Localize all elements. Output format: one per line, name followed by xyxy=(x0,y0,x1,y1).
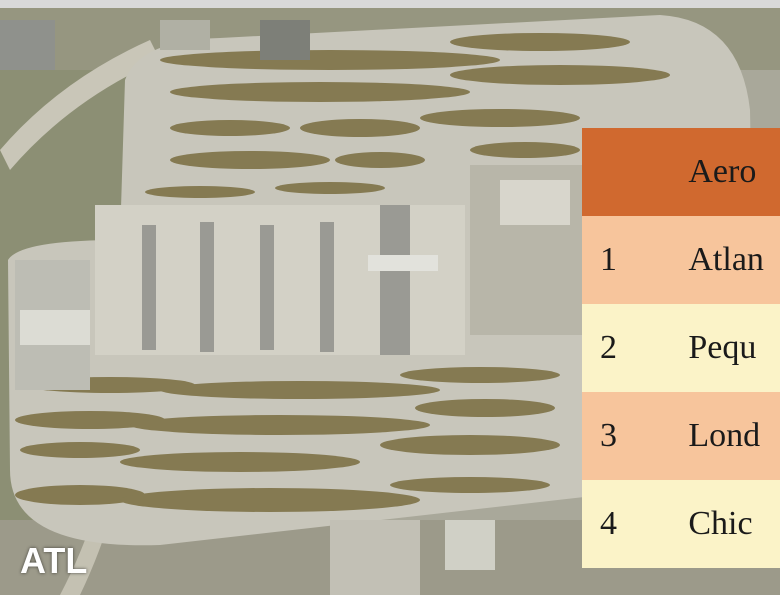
table-row: 1 Atlan xyxy=(582,216,780,304)
airport-ranking-table: Aero 1 Atlan 2 Pequ 3 Lond 4 Chic xyxy=(582,128,780,568)
airport-name-cell: Atlan xyxy=(658,216,780,304)
airport-name-cell: Lond xyxy=(658,392,780,480)
table-row: 4 Chic xyxy=(582,480,780,568)
airport-code-label: ATL xyxy=(20,540,88,581)
rank-cell: 2 xyxy=(582,304,659,392)
header-name-cell: Aero xyxy=(658,128,780,216)
table-row: 3 Lond xyxy=(582,392,780,480)
airport-name-cell: Chic xyxy=(658,480,780,568)
airport-name-cell: Pequ xyxy=(658,304,780,392)
header-rank-cell xyxy=(582,128,659,216)
table-row: 2 Pequ xyxy=(582,304,780,392)
table-header-row: Aero xyxy=(582,128,780,216)
rank-cell: 1 xyxy=(582,216,659,304)
rank-cell: 3 xyxy=(582,392,659,480)
rank-cell: 4 xyxy=(582,480,659,568)
top-strip xyxy=(0,0,780,8)
